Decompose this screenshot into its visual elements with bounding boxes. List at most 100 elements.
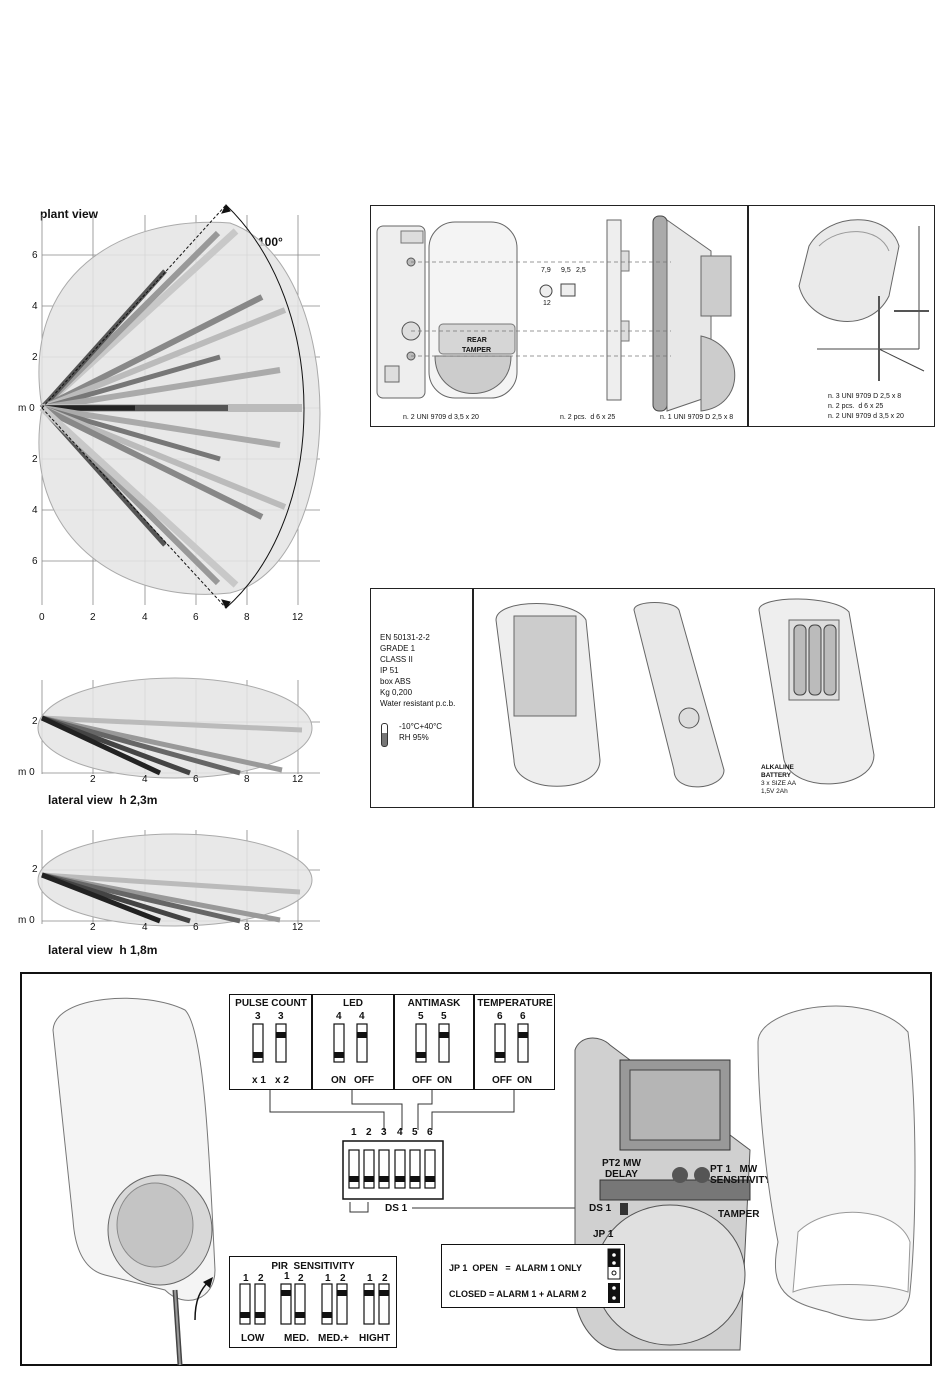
spec-line: CLASS II: [380, 655, 413, 664]
screw-spec-2: n. 1 UNI 9709 D 2,5 x 8: [660, 414, 734, 421]
housing-illustrations: [495, 598, 875, 788]
plant-y-tick: 2: [32, 352, 38, 363]
ds1-pcb-label: DS 1: [589, 1203, 612, 1214]
pir-num: 2: [382, 1273, 388, 1284]
specs-divider: [472, 588, 474, 808]
detection-beams: [39, 228, 302, 588]
option-switches: [252, 1023, 529, 1063]
pt2-line: PT2 MW: [602, 1158, 641, 1169]
switch-group-divider: [311, 994, 313, 1090]
switch-option-label: OFF: [492, 1075, 512, 1086]
lateral2-y-tick: m 0: [18, 915, 35, 926]
plant-x-tick: 2: [90, 612, 96, 623]
pir-level-label: LOW: [241, 1333, 265, 1344]
corner-spec: n. 2 UNI 9709 d 3,5 x 20: [828, 413, 904, 420]
lateral1-x-tick: 4: [142, 774, 148, 785]
pt1-line: PT 1 MW: [710, 1164, 758, 1175]
ds1-dip-switch: [342, 1140, 444, 1200]
jp1-closed-text: CLOSED = ALARM 1 + ALARM 2: [449, 1289, 587, 1299]
pt1-line: SENSITIVITY: [710, 1175, 772, 1186]
lateral-view-2-title: lateral view h 1,8m: [48, 943, 158, 957]
corner-spec: n. 2 pcs. d 6 x 25: [828, 403, 884, 410]
switch-num: 5: [418, 1011, 424, 1022]
pt2-line: DELAY: [604, 1169, 638, 1180]
switch-group-box: [229, 994, 555, 1090]
lateral1-x-tick: 6: [193, 774, 199, 785]
battery-line: BATTERY: [761, 772, 791, 779]
corner-spec: n. 3 UNI 9709 D 2,5 x 8: [828, 393, 902, 400]
angle-arc: [41, 204, 305, 609]
switch-option-label: OFF: [412, 1075, 432, 1086]
lateral1-y-tick: m 0: [18, 767, 35, 778]
led-title: LED: [343, 998, 363, 1009]
pir-num: 2: [258, 1273, 264, 1284]
plant-x-tick: 8: [244, 612, 250, 623]
pir-num: 1: [325, 1273, 331, 1284]
switch-option-label: x 2: [275, 1075, 289, 1086]
pir-sensitivity-title: PIR SENSITIVITY: [271, 1261, 355, 1272]
corner-mount-illustration: [798, 219, 929, 381]
spec-line: EN 50131-2-2: [380, 633, 430, 642]
lateral2-y-tick: 2: [32, 864, 38, 875]
thermometer-icon: [381, 723, 388, 747]
spec-line: GRADE 1: [380, 644, 416, 653]
temperature-title: TEMPERATURE: [477, 998, 553, 1009]
battery-line: ALKALINE: [761, 764, 794, 771]
plant-y-tick: m 0: [18, 403, 35, 414]
pir-num: 2: [298, 1273, 304, 1284]
dim-label: 9,5: [561, 267, 571, 274]
switch-num: 6: [497, 1011, 503, 1022]
pir-level-label: MED.+: [318, 1333, 349, 1344]
lateral-view-1-diagram: [37, 677, 320, 779]
pir-num: 1: [243, 1273, 249, 1284]
ds-num: 2: [366, 1127, 372, 1138]
temp-range: -10°C+40°C: [399, 722, 443, 731]
pulse-count-title: PULSE COUNT: [235, 998, 307, 1009]
switch-option-label: OFF: [354, 1075, 374, 1086]
plant-y-tick: 6: [32, 556, 38, 567]
ds-num: 5: [412, 1127, 418, 1138]
rear-tamper-label-2: TAMPER: [462, 347, 492, 354]
lateral-view-2-diagram: [37, 830, 320, 927]
lateral1-x-tick: 8: [244, 774, 250, 785]
jp1-open-text: JP 1 OPEN = ALARM 1 ONLY: [449, 1263, 582, 1273]
spec-line: box ABS: [380, 677, 411, 686]
pir-level-label: HIGHT: [359, 1333, 391, 1344]
spec-list: EN 50131-2-2 GRADE 1 CLASS II IP 51 box …: [380, 632, 455, 709]
battery-line: 1,5V 2Ah: [761, 788, 788, 795]
lateral2-x-tick: 6: [193, 922, 199, 933]
pt1-label: PT 1 MW SENSITIVITY: [710, 1164, 771, 1186]
jumper-icon: [607, 1248, 621, 1303]
lateral1-x-tick: 2: [90, 774, 96, 785]
lateral1-x-tick: 12: [292, 774, 304, 785]
battery-line: 3 x SIZE AA: [761, 780, 797, 787]
plant-x-tick: 0: [39, 612, 45, 623]
pir-sensitivity-box: [229, 1256, 397, 1348]
pir-num: 1: [367, 1273, 373, 1284]
switch-num: 3: [278, 1011, 284, 1022]
lateral2-x-tick: 2: [90, 922, 96, 933]
battery-info: ALKALINE BATTERY 3 x SIZE AA 1,5V 2Ah: [761, 764, 796, 796]
switch-num: 5: [441, 1011, 447, 1022]
plant-view-title: plant view: [40, 207, 99, 221]
pir-level-label: MED.: [284, 1333, 309, 1344]
lateral2-x-tick: 12: [292, 922, 304, 933]
detector-front-illustration: [52, 997, 216, 1366]
tamper-label: TAMPER: [718, 1209, 760, 1220]
pir-num: 1: [284, 1271, 290, 1282]
pir-num: 2: [340, 1273, 346, 1284]
pcb-illustration: [574, 1037, 751, 1351]
rear-tamper-label-1: REAR: [467, 337, 487, 344]
spec-line: Kg 0,200: [380, 688, 413, 697]
plant-y-tick: 2: [32, 454, 38, 465]
plant-y-tick: 6: [32, 250, 38, 261]
spec-line: IP 51: [380, 666, 399, 675]
dim-label: 7,9: [541, 267, 551, 274]
pir-switches: [239, 1283, 390, 1325]
switch-num: 6: [520, 1011, 526, 1022]
plant-x-tick: 4: [142, 612, 148, 623]
lateral1-y-tick: 2: [32, 716, 38, 727]
switch-group-divider: [473, 994, 475, 1090]
switch-option-label: ON: [517, 1075, 532, 1086]
mounting-divider: [747, 205, 749, 427]
